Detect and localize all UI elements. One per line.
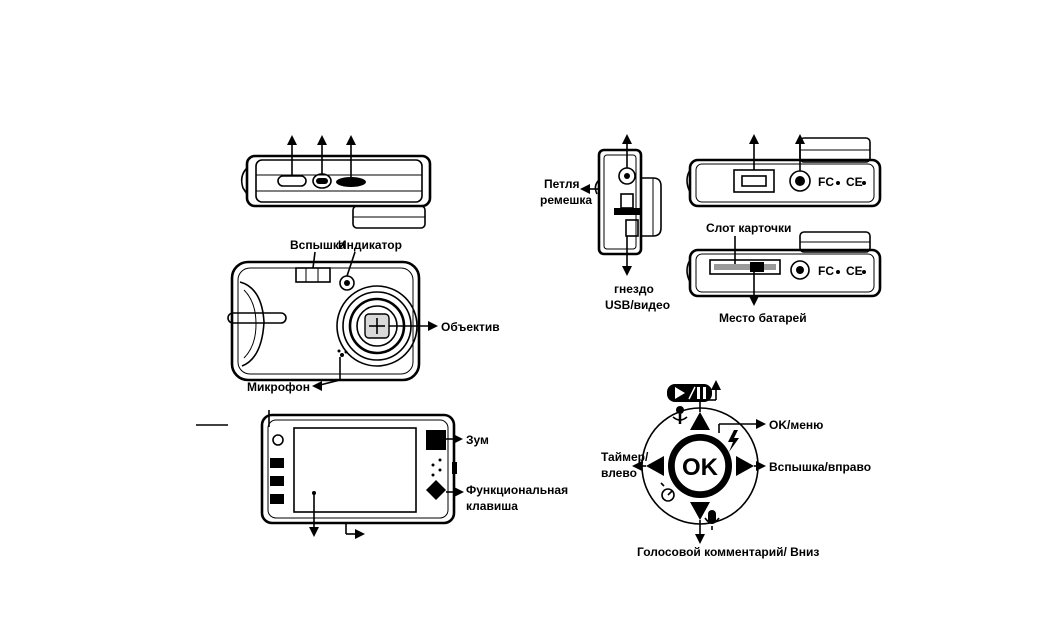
down-arrow-icon <box>690 502 710 520</box>
card-slot-label: Слот карточки <box>706 221 791 235</box>
battery-place-label: Место батарей <box>719 311 807 325</box>
ok-button-text: OK <box>682 454 719 481</box>
strap-loop-label-line1: Петля <box>544 177 579 191</box>
lens-label: Объектив <box>441 320 500 334</box>
right-arrow-icon <box>736 456 754 476</box>
fc-mark-top: FC <box>818 175 834 189</box>
macro-icon <box>673 406 687 424</box>
camera-side-view <box>595 150 661 254</box>
fc-mark-bottom: FC <box>818 264 834 278</box>
voice-down-label: Голосовой комментарий/ Вниз <box>637 545 819 559</box>
usb-jack-label-line1: гнездо <box>614 282 654 296</box>
ok-menu-label: OK/меню <box>769 418 823 432</box>
microphone-label: Микрофон <box>247 380 310 394</box>
timer-left-label-line1: Таймер/ <box>601 450 649 464</box>
zoom-label: Зум <box>466 433 489 447</box>
ce-mark-bottom: CE <box>846 264 863 278</box>
up-arrow-icon <box>690 412 710 430</box>
camera-bottom-view-closed: FC CE <box>687 138 880 206</box>
ce-mark-top: CE <box>846 175 863 189</box>
strap-loop-label-line2: ремешка <box>540 193 592 207</box>
left-arrow-icon <box>646 456 664 476</box>
camera-bottom-view-open: FC CE <box>687 232 880 296</box>
camera-front-view <box>228 262 419 380</box>
flash-right-label: Вспышка/вправо <box>769 460 871 474</box>
indicator-label: Индикатор <box>338 238 402 252</box>
usb-jack-label-line2: USB/видео <box>605 298 670 312</box>
flash-icon <box>728 430 739 452</box>
voice-memo-icon <box>705 510 719 530</box>
camera-top-view <box>242 156 430 228</box>
bottom-view-arrows <box>749 134 805 171</box>
camera-back-view <box>262 415 457 523</box>
function-key-label-line1: Функциональная <box>466 483 568 497</box>
function-key-label-line2: клавиша <box>466 499 518 513</box>
self-timer-icon <box>661 483 674 501</box>
timer-left-label-line2: влево <box>601 466 637 480</box>
back-view-callouts <box>269 410 464 539</box>
